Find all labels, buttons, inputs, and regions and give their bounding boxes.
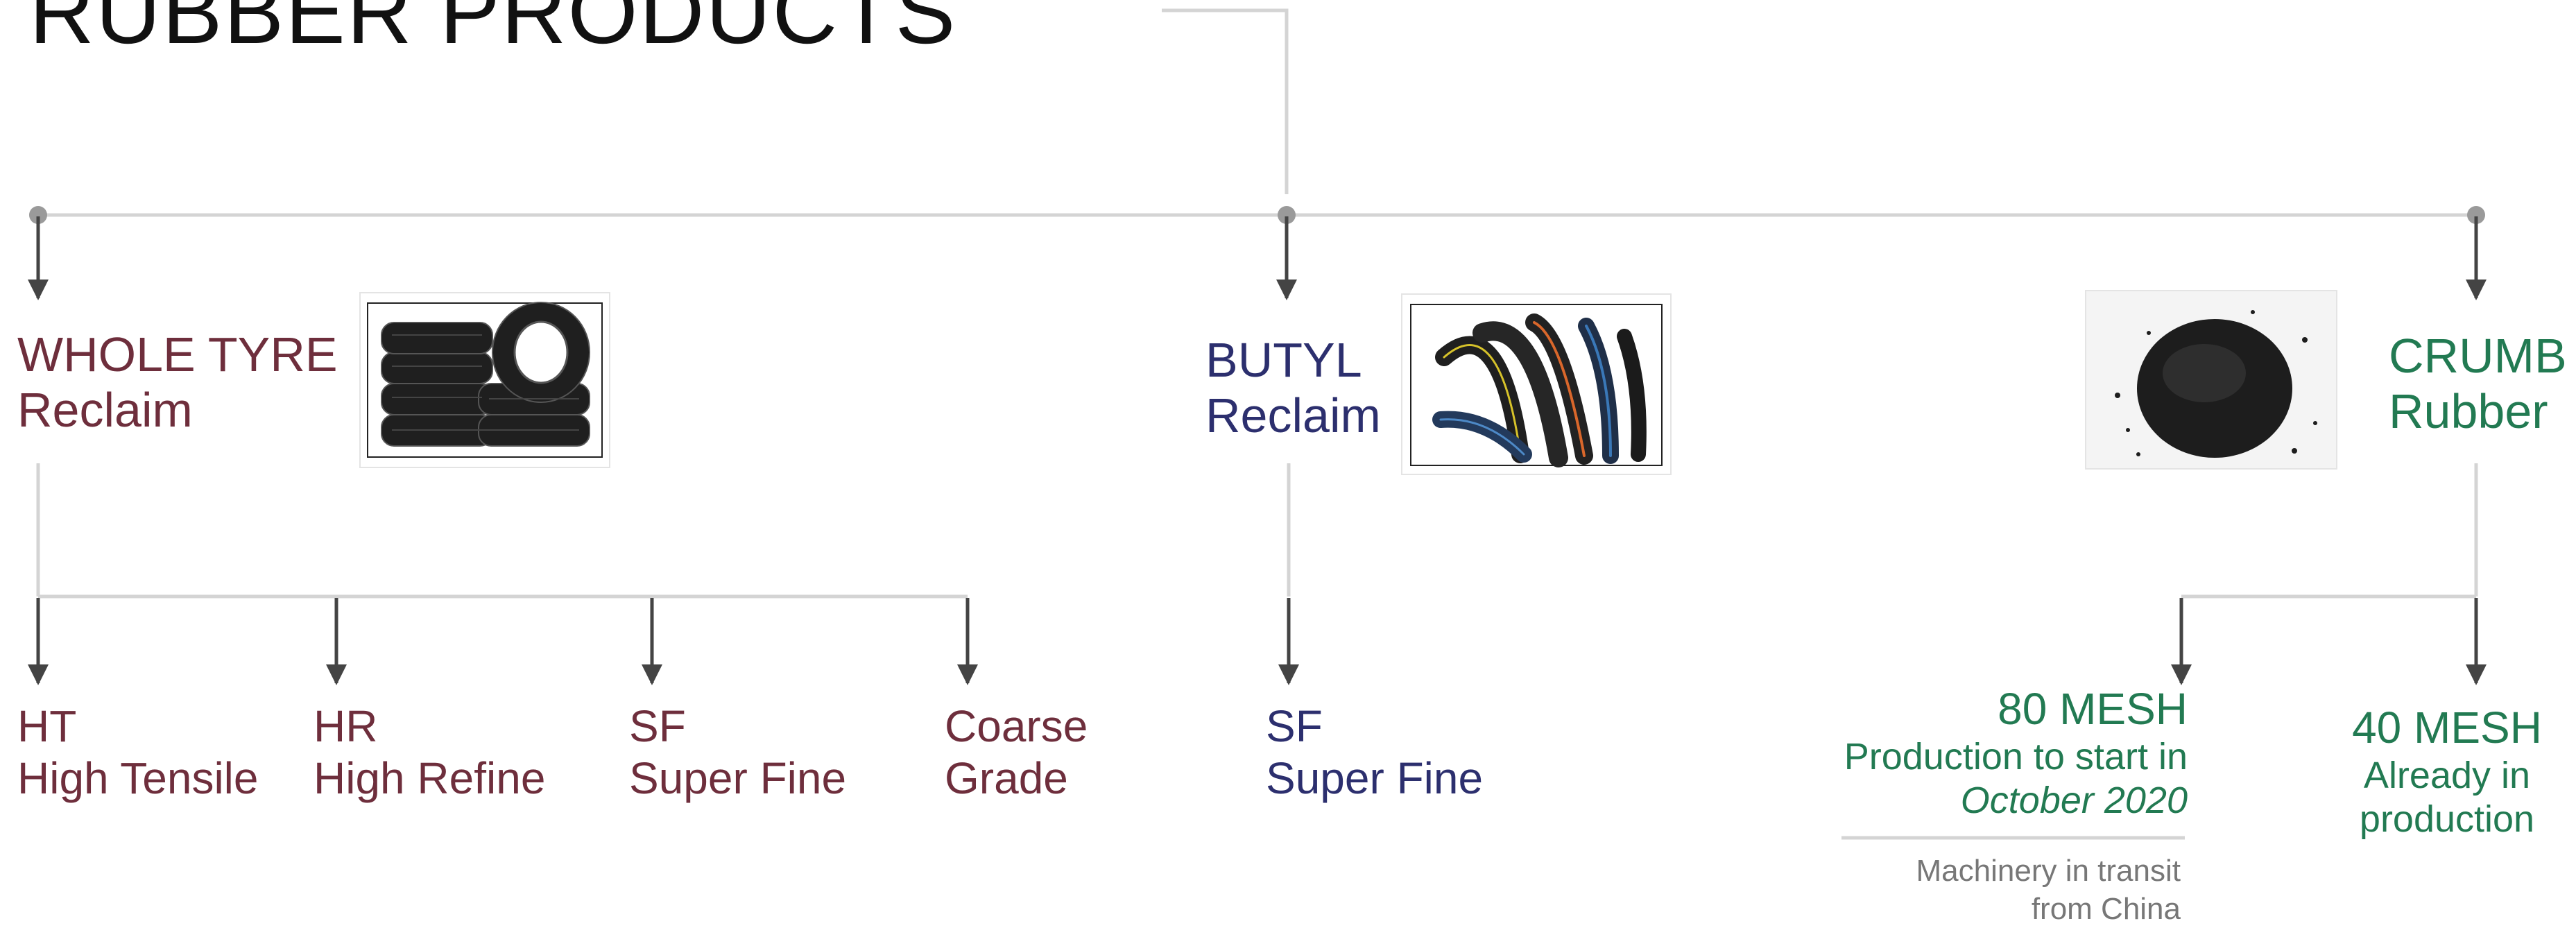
grade-ht: HT High Tensile — [17, 701, 258, 805]
mesh-80-date: October 2020 — [1960, 780, 2188, 822]
whole-tyre-line1: WHOLE TYRE — [17, 327, 338, 381]
butyl-line2: Reclaim — [1205, 388, 1381, 442]
mesh-80-note: Machinery in transit from China — [1916, 852, 2181, 928]
mesh-80-note-line1: Machinery in transit — [1916, 854, 2181, 888]
mesh-40-title: 40 MESH — [2352, 703, 2542, 753]
grade-hr-name: High Refine — [314, 753, 546, 803]
crumb-line1: CRUMB — [2389, 329, 2567, 383]
grade-ht-name: High Tensile — [17, 753, 259, 803]
grade-hr: HR High Refine — [314, 701, 545, 805]
hoses-photo — [1402, 295, 1670, 474]
crumb-rubber-photo — [2086, 291, 2336, 468]
butyl-line1: BUTYL — [1205, 333, 1362, 387]
page-title: RUBBER PRODUCTS — [29, 0, 957, 62]
mesh-80-status: Production to start in — [1844, 735, 2188, 777]
mesh-40-status: Already in — [2363, 754, 2531, 796]
grade-ht-code: HT — [17, 701, 77, 751]
mesh-80-block: 80 MESH Production to start in October 2… — [1844, 683, 2188, 823]
grade-sf-butyl: SF Super Fine — [1266, 701, 1483, 805]
crumb-line2: Rubber — [2389, 384, 2548, 438]
whole-tyre-label: WHOLE TYRE Reclaim — [17, 327, 338, 438]
grade-coarse-name: Grade — [945, 753, 1068, 803]
mesh-80-note-line2: from China — [2031, 892, 2181, 926]
butyl-label: BUTYL Reclaim — [1205, 333, 1381, 444]
grade-hr-code: HR — [314, 701, 378, 751]
mesh-40-block: 40 MESH Already in production — [2301, 702, 2576, 841]
mesh-40-status-2: production — [2359, 798, 2535, 841]
grade-sf-tyre-name: Super Fine — [629, 753, 847, 803]
grade-coarse: Coarse Grade — [945, 701, 1088, 805]
grade-sf-butyl-name: Super Fine — [1266, 753, 1484, 803]
tyre-stack-photo — [361, 293, 609, 467]
grade-coarse-code: Coarse — [945, 701, 1088, 751]
crumb-label: CRUMB Rubber — [2389, 329, 2567, 440]
mesh-80-title: 80 MESH — [1998, 684, 2188, 734]
grade-sf-tyre-code: SF — [629, 701, 686, 751]
grade-sf-butyl-code: SF — [1266, 701, 1323, 751]
grade-sf-tyre: SF Super Fine — [629, 701, 846, 805]
whole-tyre-line2: Reclaim — [17, 382, 193, 437]
